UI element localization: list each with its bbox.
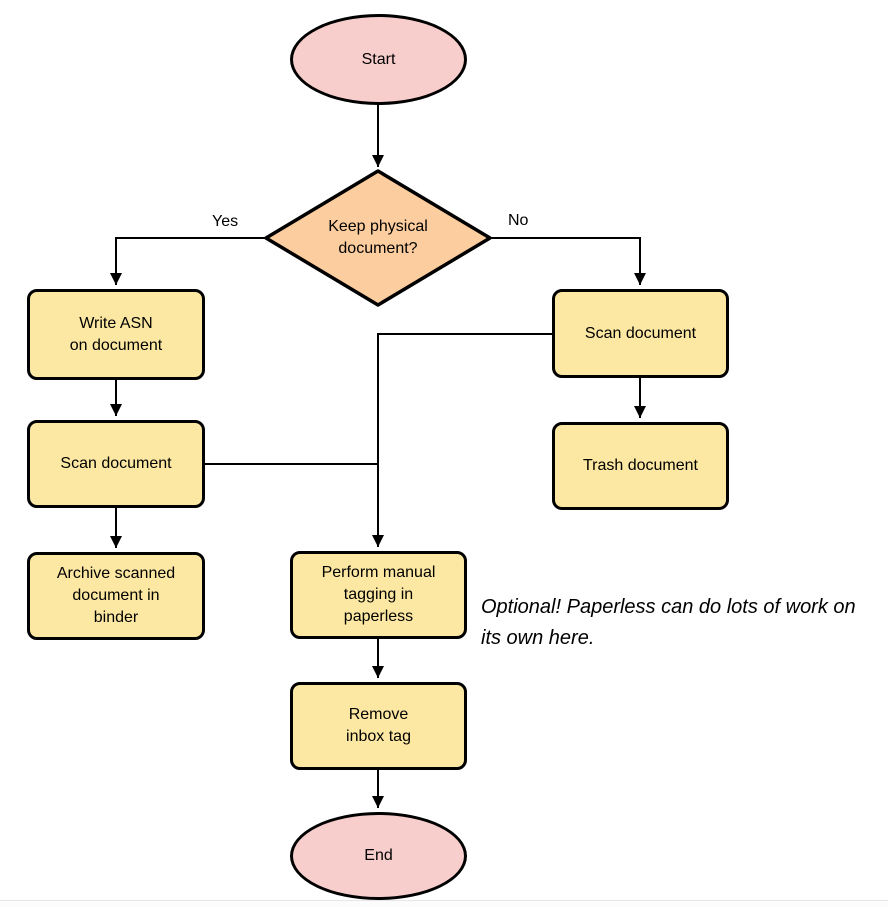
node-decision-label: Keep physical document?: [328, 218, 428, 257]
edge-label-no: No: [508, 212, 529, 229]
node-decision: Keep physical document?: [276, 175, 480, 301]
decision-diamond-shape: [264, 169, 492, 307]
node-start-label: Start: [361, 50, 396, 68]
node-scan-document-left-label: Scan document: [60, 455, 172, 472]
node-scan-document-right: Scan document: [552, 289, 729, 378]
edge-scan-right-to-tagging: [372, 333, 552, 547]
node-trash-document: Trash document: [552, 422, 729, 510]
edge-decision-no-to-scan-right: [490, 237, 646, 285]
optional-note: Optional! Paperless can do lots of work …: [481, 596, 856, 649]
page-bottom-strip: [0, 901, 888, 907]
node-archive-binder-label: Archive scanned document in binder: [56, 565, 176, 626]
node-write-asn: Write ASN on document: [27, 289, 205, 380]
edge-label-yes: Yes: [212, 213, 239, 230]
node-scan-document-right-label: Scan document: [584, 324, 697, 342]
edge-decision-yes-to-write-asn: [110, 237, 266, 285]
node-end: End: [290, 812, 467, 900]
node-manual-tagging-label: Perform manual tagging in paperless: [321, 564, 436, 625]
node-end-label: End: [364, 847, 393, 864]
node-scan-document-left: Scan document: [27, 420, 205, 508]
page-bottom-divider: [0, 900, 888, 901]
node-remove-inbox-tag-label: Remove inbox tag: [346, 706, 411, 745]
node-archive-binder: Archive scanned document in binder: [27, 552, 205, 640]
node-write-asn-label: Write ASN on document: [69, 314, 163, 354]
node-trash-document-label: Trash document: [582, 457, 698, 474]
node-remove-inbox-tag: Remove inbox tag: [290, 682, 467, 770]
node-start: Start: [290, 14, 467, 105]
node-manual-tagging: Perform manual tagging in paperless: [290, 551, 467, 639]
